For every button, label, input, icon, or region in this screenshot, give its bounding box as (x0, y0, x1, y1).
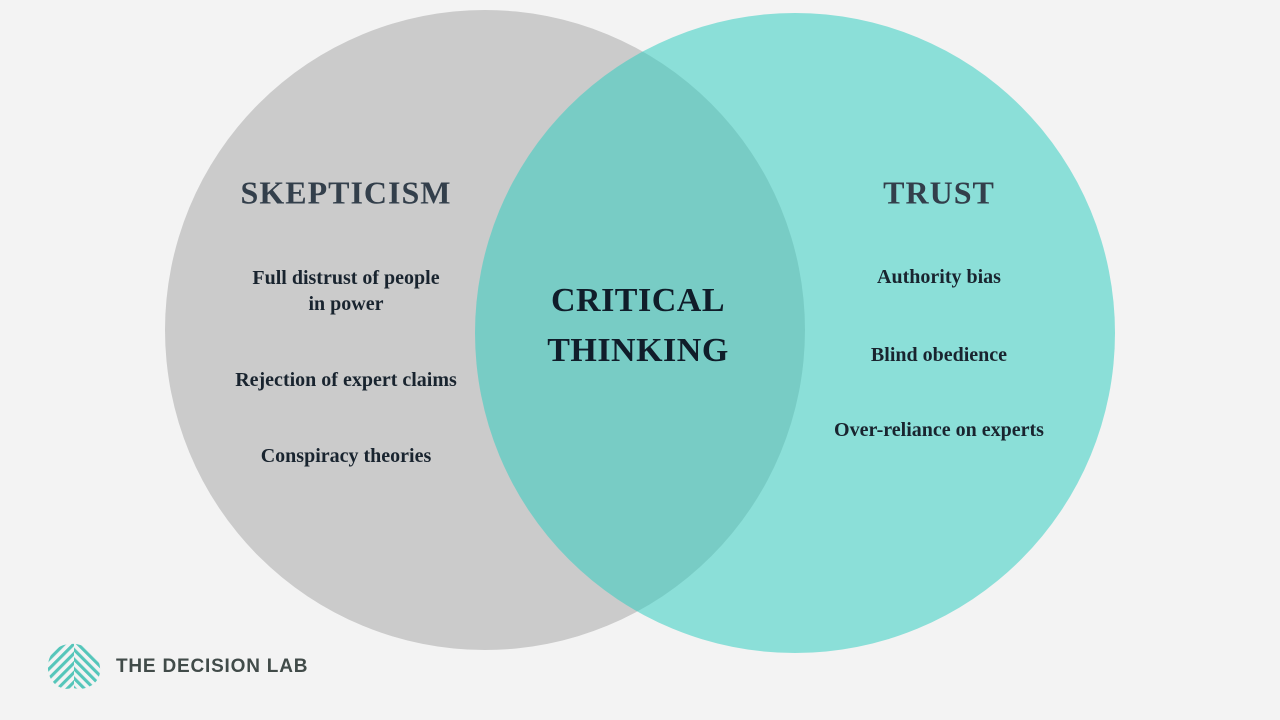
overlap-label-line-1: CRITICAL (550, 282, 726, 319)
skepticism-item-3: Conspiracy theories (260, 445, 432, 467)
brand-logo: THE DECISION LAB (45, 641, 308, 693)
trust-item-3: Over-reliance on experts (834, 419, 1044, 441)
skepticism-item-1-line-1: Full distrust of people (252, 267, 440, 289)
trust-circle (475, 13, 1115, 653)
skepticism-item-1-line-2: in power (308, 293, 384, 315)
trust-title: TRUST (883, 174, 995, 211)
brand-name: THE DECISION LAB (116, 656, 309, 677)
brain-chevron-icon (45, 642, 103, 692)
trust-item-2: Blind obedience (870, 344, 1008, 366)
overlap-label-line-2: THINKING (547, 332, 729, 369)
skepticism-item-2: Rejection of expert claims (235, 369, 457, 391)
trust-item-1: Authority bias (877, 266, 1001, 288)
skepticism-item-1: Full distrust of people in power (252, 265, 439, 317)
skepticism-title: SKEPTICISM (240, 174, 452, 211)
overlap-label: CRITICAL THINKING (547, 276, 729, 376)
